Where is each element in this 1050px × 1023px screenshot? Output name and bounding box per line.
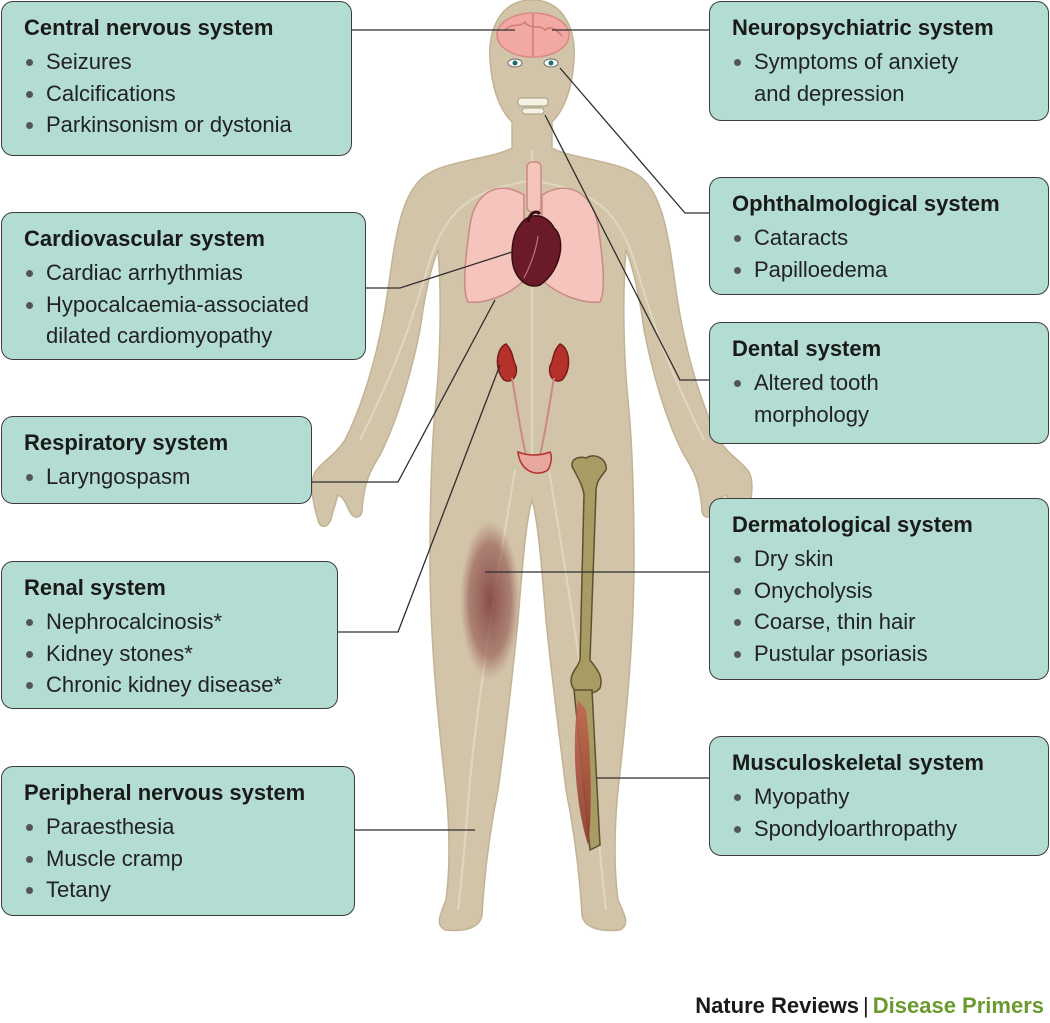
heart (511, 210, 562, 287)
box-title: Renal system (24, 575, 166, 600)
trachea (526, 161, 542, 213)
list-item: Altered tooth morphology (732, 367, 904, 430)
list-item: Chronic kidney disease* (24, 669, 319, 701)
box-title: Dental system (732, 336, 882, 361)
box-ophthalmological-system: Ophthalmological system Cataracts Papill… (709, 177, 1049, 295)
list-item: Nephrocalcinosis* (24, 606, 319, 638)
list-item: Calcifications (24, 78, 333, 110)
list-item: Spondyloarthropathy (732, 813, 1030, 845)
journal-name: Nature Reviews (695, 993, 860, 1018)
list-item: Laryngospasm (24, 461, 293, 493)
list-item: Coarse, thin hair (732, 606, 1030, 638)
list-item: Symptoms of anxiety and depression (732, 46, 994, 109)
teeth (517, 97, 549, 107)
box-dermatological-system: Dermatological system Dry skin Onycholys… (709, 498, 1049, 680)
box-title: Central nervous system (24, 15, 274, 40)
box-cardiovascular-system: Cardiovascular system Cardiac arrhythmia… (1, 212, 366, 360)
credit-separator: | (863, 993, 869, 1018)
list-item: Muscle cramp (24, 843, 336, 875)
box-title: Neuropsychiatric system (732, 15, 994, 40)
connector-lines (312, 29, 709, 831)
symptom-list: Symptoms of anxiety and depression (732, 46, 1030, 109)
symptom-list: Nephrocalcinosis* Kidney stones* Chronic… (24, 606, 319, 701)
list-item: Hypocalcaemia-associated dilated cardiom… (24, 289, 347, 352)
list-item: Dry skin (732, 543, 1030, 575)
box-title: Musculoskeletal system (732, 750, 984, 775)
box-title: Dermatological system (732, 512, 973, 537)
box-neuropsychiatric-system: Neuropsychiatric system Symptoms of anxi… (709, 1, 1049, 121)
list-item: Pustular psoriasis (732, 638, 1030, 670)
box-title: Ophthalmological system (732, 191, 1000, 216)
list-item: Paraesthesia (24, 811, 336, 843)
bladder (517, 450, 553, 474)
publication-credit: Nature Reviews|Disease Primers (695, 993, 1044, 1019)
box-peripheral-nervous-system: Peripheral nervous system Paraesthesia M… (1, 766, 355, 916)
list-item: Papilloedema (732, 254, 1030, 286)
list-item: Seizures (24, 46, 333, 78)
symptom-list: Cardiac arrhythmias Hypocalcaemia-associ… (24, 257, 347, 352)
symptom-list: Cataracts Papilloedema (732, 222, 1030, 285)
symptom-list: Seizures Calcifications Parkinsonism or … (24, 46, 333, 141)
list-item: Cataracts (732, 222, 1030, 254)
box-respiratory-system: Respiratory system Laryngospasm (1, 416, 312, 504)
lungs (463, 187, 605, 304)
symptom-list: Dry skin Onycholysis Coarse, thin hair P… (732, 543, 1030, 669)
list-item: Myopathy (732, 781, 1030, 813)
symptom-list: Paraesthesia Muscle cramp Tetany (24, 811, 336, 906)
box-central-nervous-system: Central nervous system Seizures Calcific… (1, 1, 352, 156)
kidneys (496, 343, 570, 382)
box-musculoskeletal-system: Musculoskeletal system Myopathy Spondylo… (709, 736, 1049, 856)
list-item: Tetany (24, 874, 336, 906)
box-title: Respiratory system (24, 430, 229, 455)
box-dental-system: Dental system Altered tooth morphology (709, 322, 1049, 444)
brain (496, 12, 570, 58)
eyes (507, 58, 559, 68)
symptom-list: Myopathy Spondyloarthropathy (732, 781, 1030, 844)
femur (570, 455, 607, 695)
list-item: Cardiac arrhythmias (24, 257, 347, 289)
list-item: Parkinsonism or dystonia (24, 109, 333, 141)
list-item: Kidney stones* (24, 638, 319, 670)
box-renal-system: Renal system Nephrocalcinosis* Kidney st… (1, 561, 338, 709)
list-item: Onycholysis (732, 575, 1030, 607)
box-title: Cardiovascular system (24, 226, 265, 251)
series-name: Disease Primers (872, 993, 1044, 1018)
symptom-list: Laryngospasm (24, 461, 293, 493)
symptom-list: Altered tooth morphology (732, 367, 1030, 430)
muscle (574, 700, 591, 845)
skin-lesion (460, 520, 520, 680)
box-title: Peripheral nervous system (24, 780, 306, 805)
